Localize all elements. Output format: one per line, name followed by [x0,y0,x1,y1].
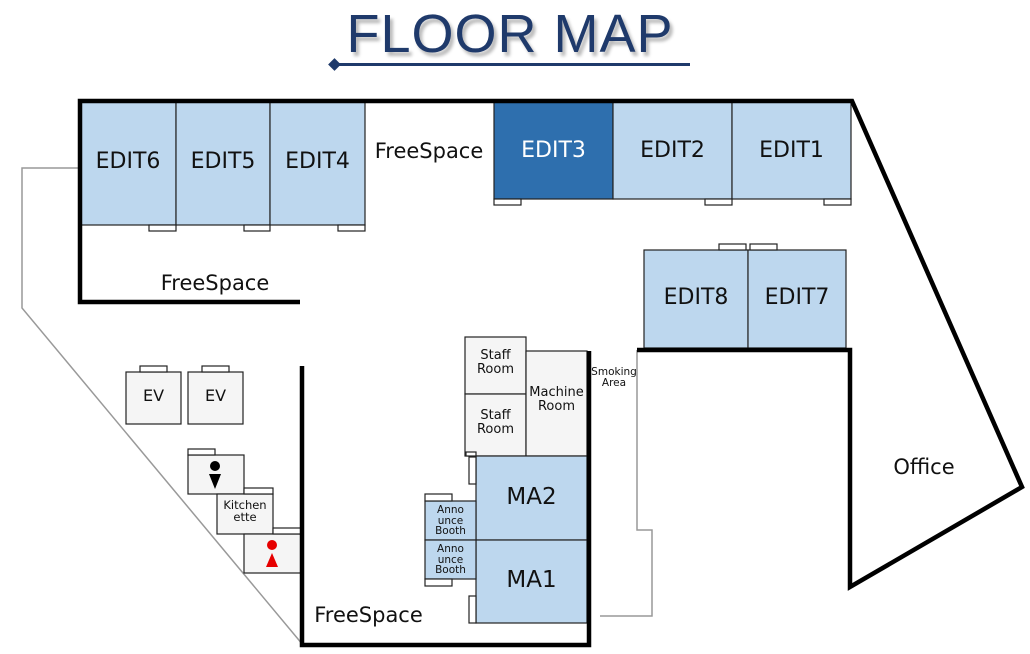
freespace-top-label: FreeSpace [374,139,484,163]
staff-room-1-label: Staff Room [476,348,515,378]
building-outline-left [21,167,304,646]
room-edit2[interactable] [612,100,733,200]
freespace-left-label: FreeSpace [160,271,270,295]
room-machine[interactable] [525,350,588,457]
title-underline [338,63,690,66]
room-edit4[interactable] [269,100,366,226]
room-ma1[interactable] [475,539,588,624]
room-announce-booth-1[interactable] [424,500,477,541]
doors-restrooms [187,448,302,535]
doors-ma [465,451,477,624]
room-edit6[interactable] [79,100,177,226]
elevator-2[interactable] [187,371,244,425]
room-edit2-label: EDIT2 [640,138,705,163]
doors-ev [139,365,230,373]
room-edit8[interactable] [643,249,749,349]
room-ma1-label: MA1 [506,567,557,593]
doors-top [148,198,852,232]
room-staff-1[interactable] [464,336,527,395]
room-edit8-label: EDIT8 [663,285,729,310]
machine-room-label: Machine Room [529,385,584,415]
staff-room-2-label: Staff Room [476,408,515,438]
room-ma2-label: MA2 [506,484,557,510]
kitchenette-label: Kitchen ette [223,498,267,525]
room-edit6-label: EDIT6 [95,149,161,174]
smoking-area-label: Smoking Area [591,366,637,389]
female-restroom-icon [266,540,278,567]
room-edit3-label: EDIT3 [521,138,586,163]
elevator-1[interactable] [125,371,182,425]
doors-booths [424,493,453,587]
elevator-1-label: EV [142,386,165,405]
room-ma2[interactable] [475,455,588,541]
walls [77,98,1025,648]
page-title: FLOOR MAP [346,4,674,64]
freespace-bottom-label: FreeSpace [314,603,423,627]
room-edit5-label: EDIT5 [190,149,256,174]
room-edit3[interactable] [493,100,614,200]
male-restroom-icon [209,461,221,489]
room-edit4-label: EDIT4 [285,149,350,174]
room-edit1[interactable] [731,100,852,200]
room-edit7-label: EDIT7 [764,285,830,310]
elevator-2-label: EV [204,386,227,405]
room-edit1-label: EDIT1 [759,138,824,163]
announce-booth-1-label: Anno unce Booth [435,504,466,537]
restroom-female[interactable] [243,533,302,574]
announce-booth-2-label: Anno unce Booth [435,543,466,576]
office-label: Office [893,455,955,479]
room-edit7[interactable] [747,249,847,349]
doors-edit7-8 [718,243,778,251]
smoking-area-outline [600,350,653,617]
